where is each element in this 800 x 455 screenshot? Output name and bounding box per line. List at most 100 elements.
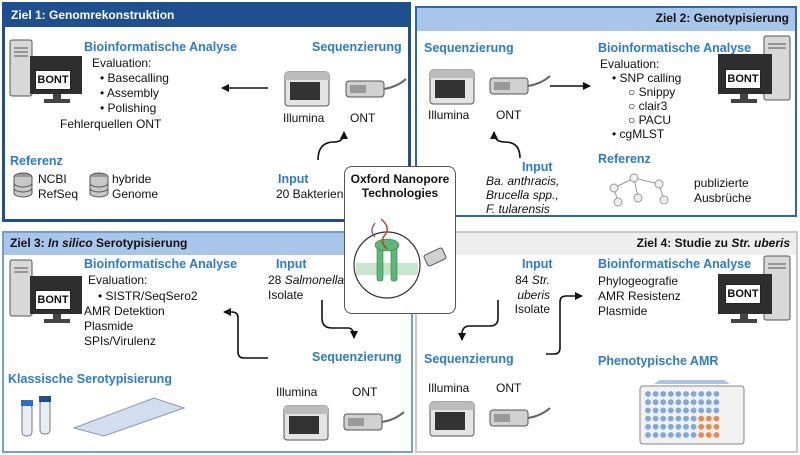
plate-well: [683, 423, 689, 430]
database-icon: [89, 172, 109, 198]
ont-label: ONT: [350, 111, 376, 125]
plate-well: [675, 399, 682, 406]
ont-device-icon: [489, 407, 551, 427]
plate-well: [683, 415, 689, 422]
plate-well: [713, 407, 720, 414]
illumina-sequencer-icon: [284, 71, 330, 107]
plate-well: [683, 391, 689, 397]
panel-goal-3: Ziel 3: In silico Serotypisierung: [2, 231, 413, 453]
list-item: ○ clair3: [628, 99, 668, 113]
arrow: [317, 131, 348, 161]
sequencing-heading: Sequenzierung: [312, 40, 402, 54]
plate-well: [645, 423, 651, 430]
glass-slide-icon: [72, 397, 186, 437]
plate-well: [667, 423, 674, 430]
plate-well: [667, 407, 674, 414]
input-heading: Input: [522, 160, 553, 174]
plate-well: [667, 415, 674, 422]
bont-label: BONT: [725, 284, 761, 304]
plate-well: [667, 399, 674, 406]
plate-well: [713, 391, 720, 397]
list-item: ○ PACU: [628, 113, 672, 127]
reference-heading: Referenz: [10, 154, 63, 168]
plate-well: [652, 423, 659, 430]
arrow: [458, 300, 499, 341]
bont-label: BONT: [35, 70, 71, 90]
plate-well: [690, 432, 697, 438]
panel-goal-1: Ziel 1: Genomrekonstruktion: [2, 2, 411, 222]
list-item: • Polishing: [100, 101, 157, 115]
plate-well: [683, 407, 689, 414]
plate-well: [705, 407, 712, 414]
plate-well: [660, 423, 667, 430]
plate-well: [675, 407, 682, 414]
input-species-list: Ba. anthracis,Brucella spp.,F. tularensi…: [486, 174, 560, 216]
plate-well: [683, 432, 689, 438]
plate-well: [698, 432, 705, 438]
panel-3-title: Ziel 3: In silico Serotypisierung: [4, 233, 411, 255]
plate-well: [698, 399, 705, 406]
plate-well: [652, 399, 659, 406]
plate-well: [660, 432, 667, 438]
evaluation-label: Evaluation:: [600, 57, 660, 71]
panel-goal-2: Ziel 2: Genotypisierung: [415, 6, 797, 217]
database-icon: [13, 172, 33, 198]
plate-well: [645, 407, 651, 414]
plate-well: [660, 391, 667, 397]
plate-well: [698, 407, 705, 414]
illumina-label: Illumina: [276, 385, 318, 399]
arrow: [321, 300, 358, 339]
list-item: • Basecalling: [100, 71, 169, 85]
plate-well: [713, 399, 720, 406]
illumina-label: Illumina: [283, 111, 325, 125]
plate-well: [713, 423, 720, 430]
plate-well: [705, 391, 712, 397]
plate-well: [698, 423, 705, 430]
plate-well: [690, 423, 697, 430]
plate-well: [713, 415, 720, 422]
nanopore-illustration: [353, 218, 447, 299]
tubes-icon: [21, 396, 51, 437]
sequencing-heading: Sequenzierung: [424, 41, 514, 55]
list-item: • cgMLST: [612, 127, 665, 141]
evaluation-label: Evaluation:: [92, 56, 152, 70]
plate-well: [690, 391, 697, 397]
plate-well: [667, 432, 674, 438]
plate-well: [652, 391, 659, 397]
illumina-label: Illumina: [428, 108, 470, 122]
plate-well: [690, 407, 697, 414]
arrow: [490, 131, 521, 159]
list-item: • SNP calling: [612, 71, 682, 85]
bont-label: BONT: [725, 69, 761, 89]
panel-1-title: Ziel 1: Genomrekonstruktion: [5, 5, 408, 27]
plate-well: [652, 407, 659, 414]
illumina-sequencer-icon: [283, 405, 329, 441]
plate-well: [645, 415, 651, 422]
plate-well: [652, 415, 659, 422]
plate-well: [652, 432, 659, 438]
classic-serotyping-heading: Klassische Serotypisierung: [8, 372, 172, 386]
plate-well: [705, 432, 712, 438]
error-sources-label: Fehlerquellen ONT: [60, 117, 162, 131]
plate-well: [645, 432, 651, 438]
sequencing-heading: Sequenzierung: [424, 352, 514, 366]
plate-well: [675, 391, 682, 397]
plate-well: [705, 399, 712, 406]
ont-device-icon: [489, 75, 551, 95]
ont-label: ONT: [352, 385, 378, 399]
illumina-label: Illumina: [428, 381, 470, 395]
bioinformatics-heading: Bioinformatische Analyse: [84, 257, 238, 271]
ont-label: ONT: [496, 381, 522, 395]
plate-well: [705, 423, 712, 430]
plate-well: [675, 415, 682, 422]
input-heading: Input: [276, 257, 307, 271]
panel-goal-4: Ziel 4: Studie zu Str. uberis: [415, 231, 798, 453]
